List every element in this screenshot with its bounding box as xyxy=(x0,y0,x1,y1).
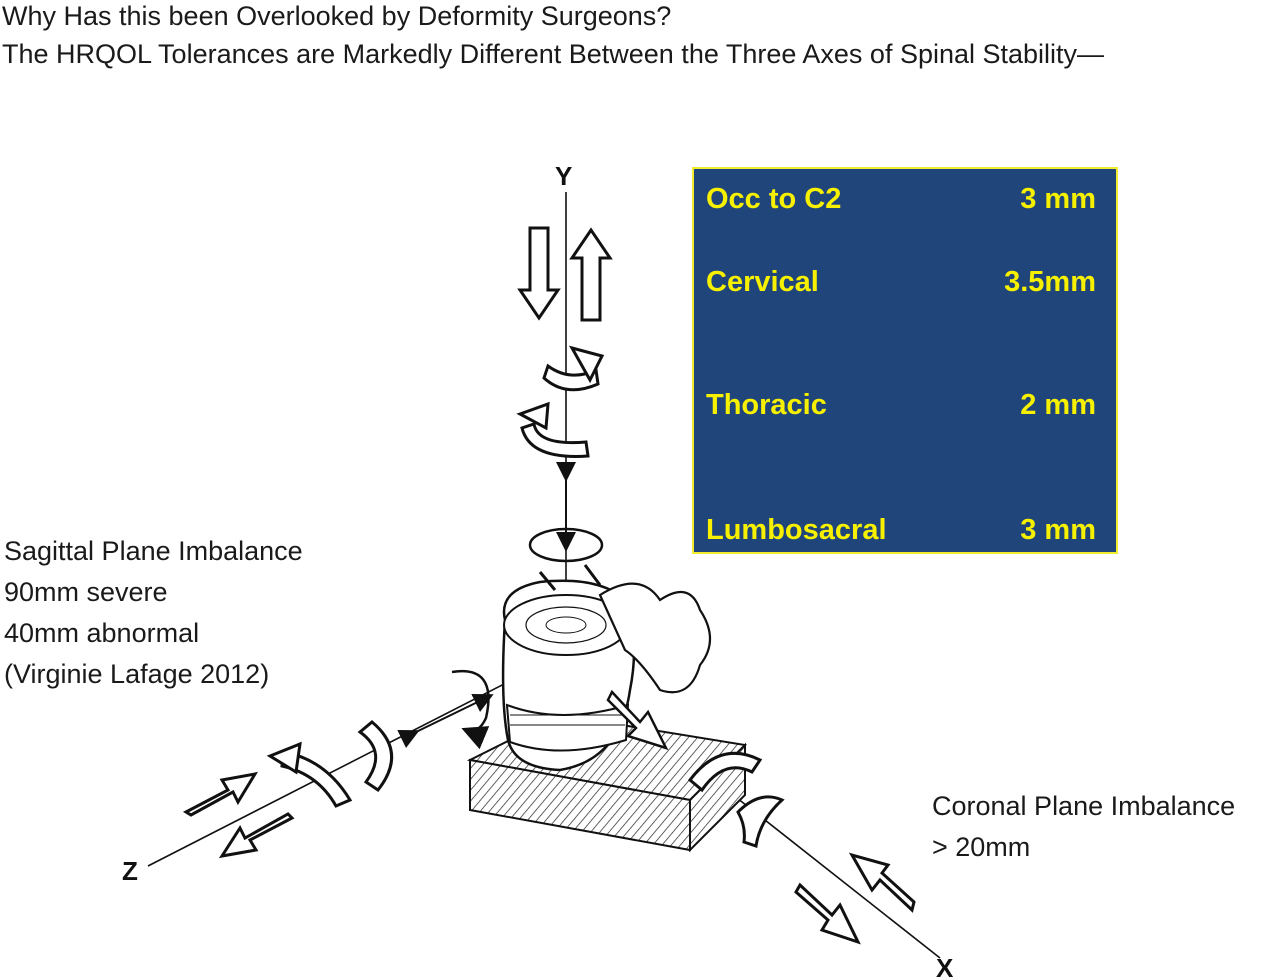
z-rotation-small xyxy=(451,669,490,750)
y-rotation-arrowhead-upper xyxy=(568,345,605,384)
x-axis-label: X xyxy=(936,953,954,980)
note-line: 90mm severe xyxy=(4,577,168,607)
tolerance-value: 2 mm xyxy=(1020,389,1096,421)
tolerance-row: Occ to C2 3 mm xyxy=(706,179,1096,219)
tolerance-row: Thoracic 2 mm xyxy=(706,385,1096,425)
tolerance-table: Occ to C2 3 mm Cervical 3.5mm Thoracic 2… xyxy=(692,167,1118,554)
y-translation-up-arrow xyxy=(569,227,613,322)
slide-title: Why Has this been Overlooked by Deformit… xyxy=(2,1,672,31)
tolerance-label: Thoracic xyxy=(706,389,827,421)
x-rotation-arrow-1 xyxy=(687,751,763,793)
note-line: 40mm abnormal xyxy=(4,618,200,648)
coronal-imbalance-note: Coronal Plane Imbalance > 20mm xyxy=(932,786,1235,868)
tolerance-value: 3.5mm xyxy=(1004,266,1096,298)
x-translation-arrow-1 xyxy=(794,882,861,945)
z-translation-arrow-out xyxy=(182,771,259,817)
tolerance-row: Lumbosacral 3 mm xyxy=(706,510,1096,550)
note-line: (Virginie Lafage 2012) xyxy=(4,659,270,689)
note-line: Sagittal Plane Imbalance xyxy=(4,536,303,566)
note-line: Coronal Plane Imbalance xyxy=(932,791,1236,821)
z-axis-label: Z xyxy=(122,856,138,886)
z-rotation-arrow-1 xyxy=(357,720,393,793)
tolerance-label: Occ to C2 xyxy=(706,183,842,215)
z-rotation-arrow-2 xyxy=(280,750,353,808)
tolerance-label: Cervical xyxy=(706,266,819,298)
tolerance-value: 3 mm xyxy=(1020,183,1096,215)
x-translation-arrow-2 xyxy=(848,852,916,913)
tolerance-row: Cervical 3.5mm xyxy=(706,262,1096,302)
x-rotation-arrow-2 xyxy=(736,795,785,848)
y-rotation-small-circle xyxy=(528,527,604,563)
z-translation-arrow-in xyxy=(218,812,295,859)
tolerance-value: 3 mm xyxy=(1020,514,1096,546)
posterior-elements xyxy=(598,582,712,694)
note-line: > 20mm xyxy=(932,832,1031,862)
tolerance-label: Lumbosacral xyxy=(706,514,887,546)
y-translation-down-arrow xyxy=(517,226,561,321)
sagittal-imbalance-note: Sagittal Plane Imbalance 90mm severe 40m… xyxy=(4,531,303,695)
z-rotation-arrowhead xyxy=(266,741,302,775)
intervertebral-disc xyxy=(505,703,630,752)
y-rotation-arrow-lower xyxy=(520,422,590,458)
slide-subtitle: The HRQOL Tolerances are Markedly Differ… xyxy=(2,39,1105,69)
y-rotation-arrowhead-lower xyxy=(516,401,550,431)
y-axis-label: Y xyxy=(555,161,572,191)
x-approach-arrow xyxy=(606,689,669,751)
z-double-arrow xyxy=(397,694,494,748)
